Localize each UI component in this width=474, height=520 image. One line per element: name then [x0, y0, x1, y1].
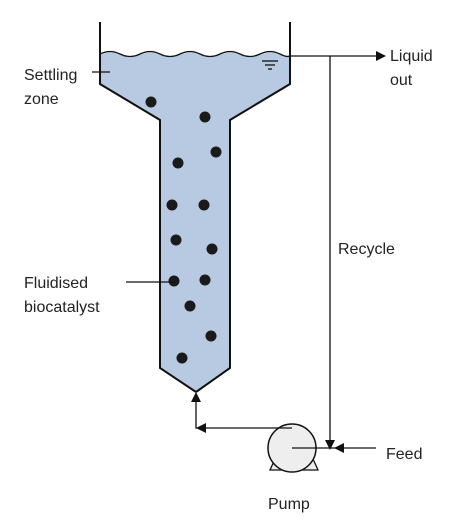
- reactor-inlet-arrowhead: [191, 392, 201, 402]
- liquid-out-label-line1: Liquid: [390, 48, 433, 65]
- biocatalyst-particle: [170, 234, 182, 246]
- fluidised-biocatalyst-label-line2: biocatalyst: [24, 299, 100, 316]
- pump: [267, 423, 330, 473]
- liquid-fill: [100, 51, 290, 392]
- recycle-label: Recycle: [338, 241, 395, 258]
- biocatalyst-particle: [206, 243, 218, 255]
- vessel-left-wall: [99, 22, 197, 393]
- pump-outlet-arrowhead: [196, 423, 206, 433]
- biocatalyst-particle: [199, 274, 211, 286]
- biocatalyst-particle: [166, 199, 178, 211]
- settling-zone-label-line1: Settling: [24, 67, 77, 84]
- recycle-arrowhead: [325, 440, 335, 450]
- liquid-out-label-line2: out: [390, 72, 413, 89]
- feed-arrowhead: [334, 443, 344, 453]
- pump-label: Pump: [268, 496, 310, 513]
- biocatalyst-particle: [199, 111, 211, 123]
- vessel-right-wall: [195, 22, 291, 393]
- pump-to-reactor-line: [195, 398, 268, 429]
- biocatalyst-particle: [145, 96, 157, 108]
- biocatalyst-particle: [168, 275, 180, 287]
- biocatalyst-particles: [145, 96, 222, 364]
- biocatalyst-particle: [205, 330, 217, 342]
- biocatalyst-particle: [210, 146, 222, 158]
- biocatalyst-particle: [172, 157, 184, 169]
- settling-zone-label-line2: zone: [24, 91, 59, 108]
- biocatalyst-particle: [198, 199, 210, 211]
- biocatalyst-particle: [184, 300, 196, 312]
- pump-outlet-stub: [268, 427, 330, 449]
- fluidised-biocatalyst-label-line1: Fluidised: [24, 275, 88, 292]
- liquid-surface: [99, 50, 291, 58]
- biocatalyst-particle: [176, 352, 188, 364]
- feed-label: Feed: [386, 446, 422, 463]
- liquid-level-symbol: [262, 60, 278, 70]
- liquid-out-arrowhead: [376, 51, 386, 61]
